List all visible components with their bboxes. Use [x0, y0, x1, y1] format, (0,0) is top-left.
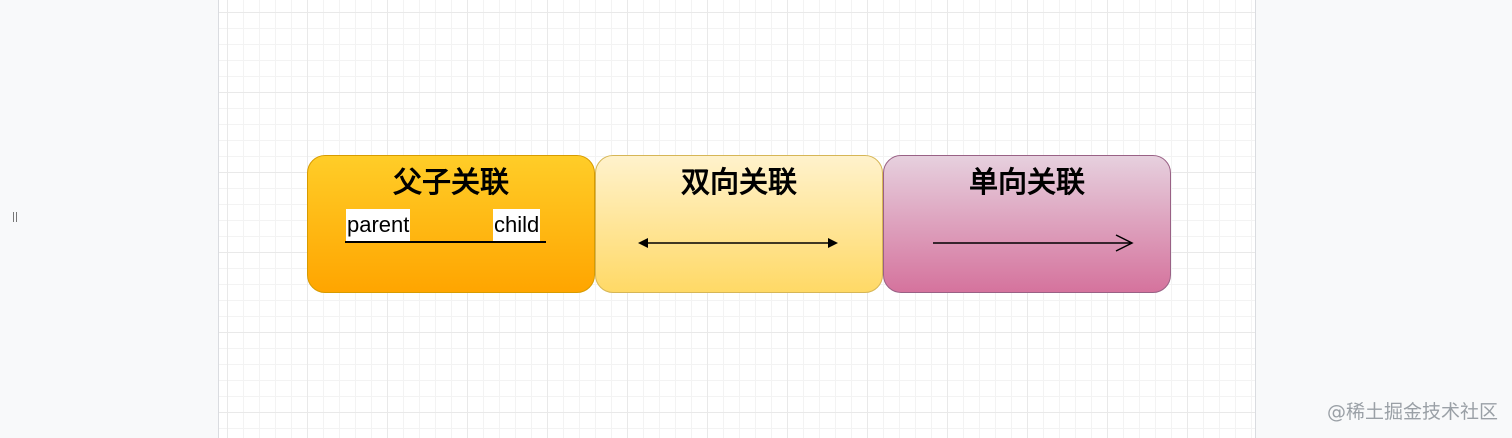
box-unidirectional[interactable]: 单向关联 — [883, 155, 1171, 293]
box-bidirectional[interactable]: 双向关联 — [595, 155, 883, 293]
box-title: 父子关联 — [392, 165, 509, 199]
parent-child-connector[interactable] — [345, 241, 546, 243]
parent-label[interactable]: parent — [346, 209, 411, 241]
box-parent-child[interactable]: 父子关联 — [307, 155, 595, 293]
left-panel — [0, 0, 218, 438]
box-title: 双向关联 — [680, 165, 797, 199]
box-title: 单向关联 — [968, 165, 1085, 199]
right-panel — [1256, 0, 1512, 438]
collapse-handle-icon[interactable] — [13, 212, 19, 222]
child-label[interactable]: child — [493, 209, 541, 241]
watermark: @稀土掘金技术社区 — [1326, 401, 1498, 423]
